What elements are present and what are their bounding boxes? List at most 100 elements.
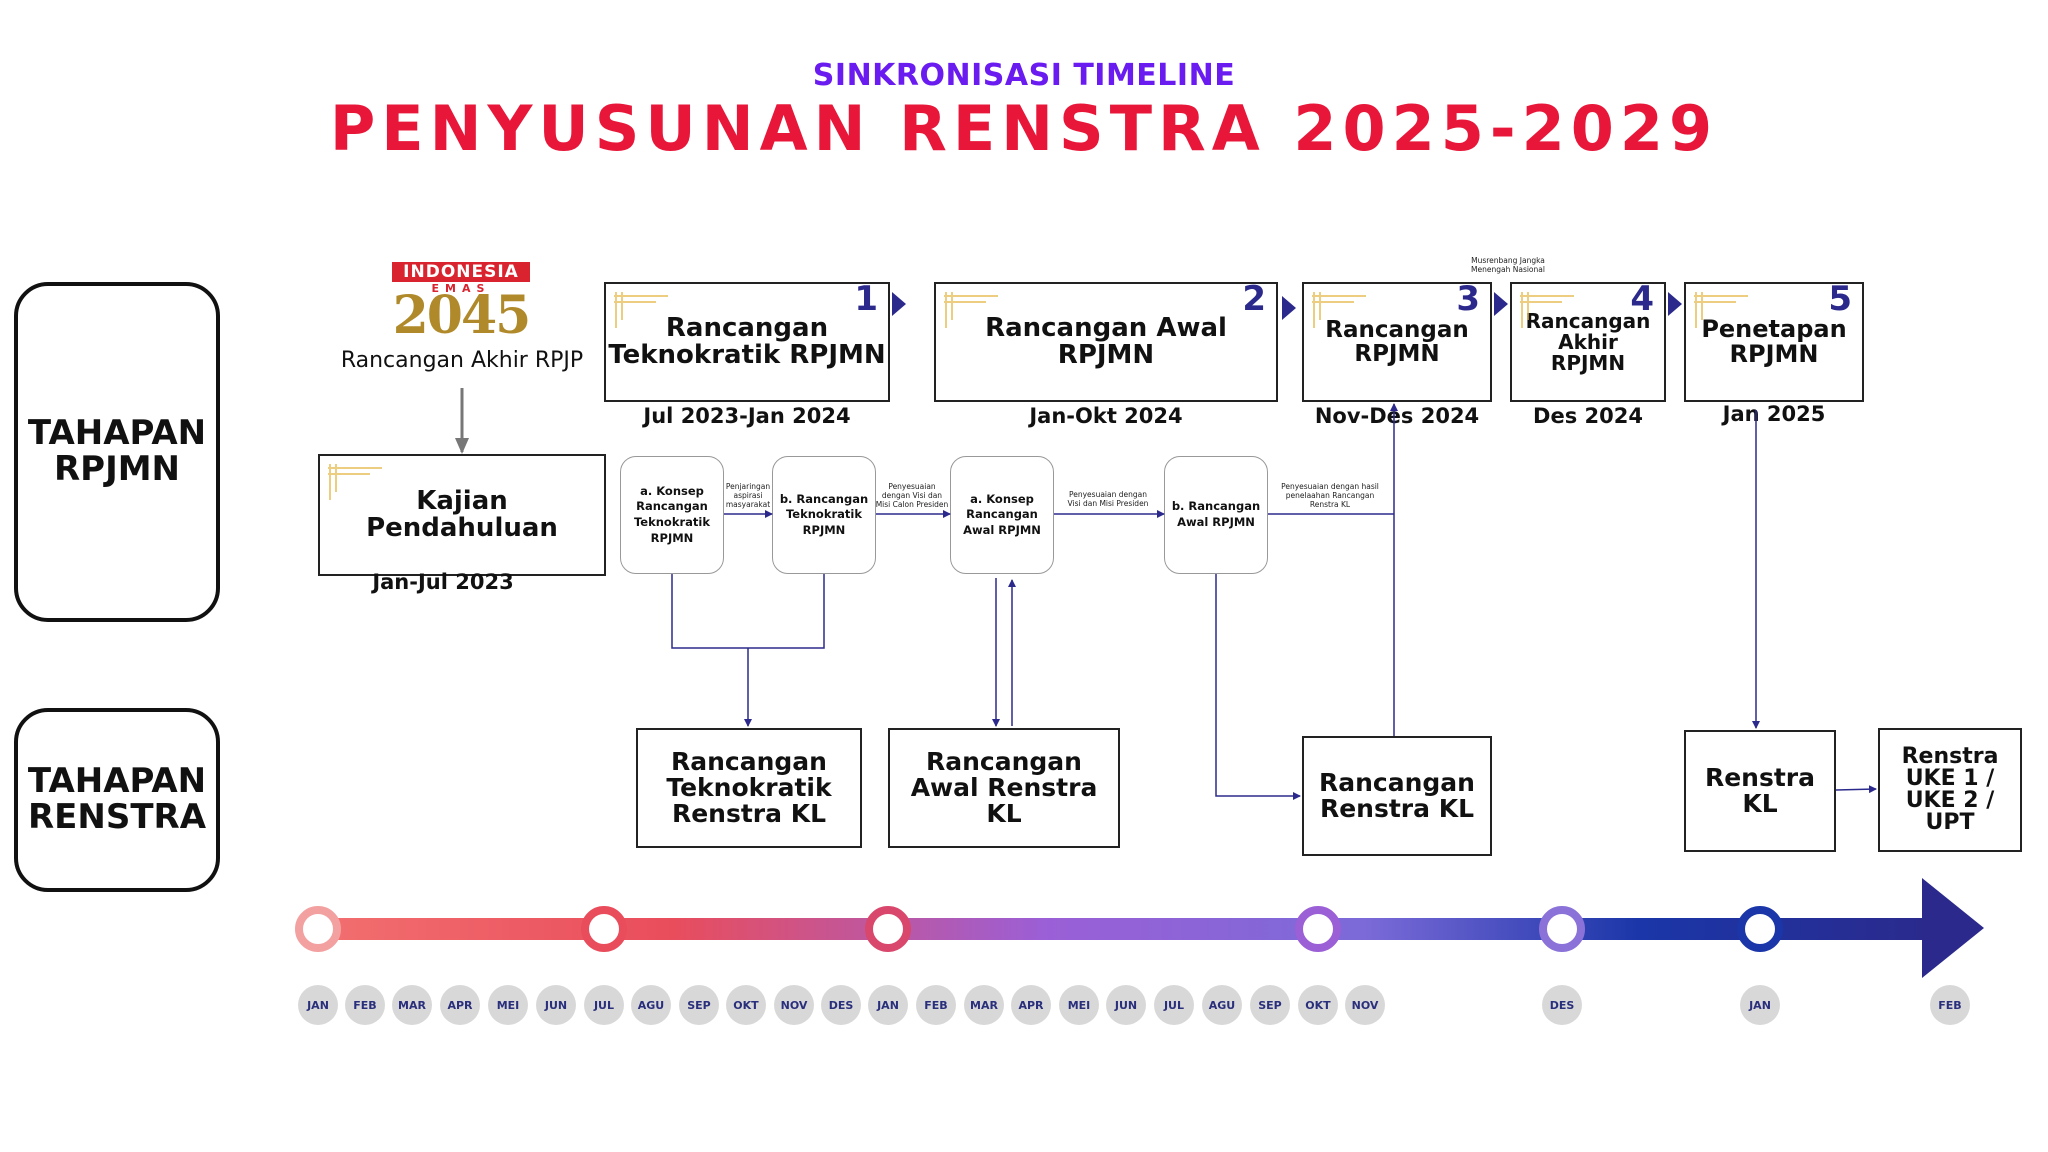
renstra-1-line1: Rancangan [671, 747, 827, 776]
month-jan-2025: JAN [1740, 985, 1780, 1025]
note-4-line1: Penyesuaian dengan hasil [1281, 482, 1379, 491]
stage-4-line3: RPJMN [1550, 350, 1626, 375]
month-apr-2023: APR [440, 985, 480, 1025]
step-1-line2: Rancangan [636, 499, 708, 514]
step-1-line4: RPJMN [650, 530, 694, 545]
stage-1-line1: Rancangan [665, 312, 829, 343]
stage-3-box: 3 Rancangan RPJMN [1302, 282, 1492, 402]
month-des-2024: DES [1542, 985, 1582, 1025]
page-subtitle: SINKRONISASI TIMELINE [812, 58, 1236, 93]
musrenbang-note-line1: Musrenbang Jangka [1471, 256, 1545, 265]
renstra-uke-box: Renstra UKE 1 / UKE 2 / UPT [1878, 728, 2022, 852]
note-penyesuaian-hasil: Penyesuaian dengan hasil penelaahan Ranc… [1268, 482, 1392, 509]
renstra-5-line4: UPT [1925, 810, 1975, 835]
logo-caption: Rancangan Akhir RPJP [340, 348, 584, 373]
timeline-bar [318, 918, 1930, 940]
phase-renstra-line1: TAHAPAN [27, 761, 207, 802]
month-jan-2023: JAN [298, 985, 338, 1025]
note-2-line1: Penyesuaian [888, 482, 936, 491]
stage-2-date: Jan-Okt 2024 [1029, 404, 1183, 428]
stage-2-arrow-icon [1282, 296, 1296, 320]
stage-5-box: 5 Penetapan RPJMN [1684, 282, 1864, 402]
stage-2-number: 2 [1242, 282, 1266, 319]
renstra-4-line2: KL [1742, 789, 1778, 818]
note-1-line2: aspirasi [733, 491, 763, 500]
note-penyesuaian-calon: Penyesuaian dengan Visi dan Misi Calon P… [872, 482, 952, 509]
step-rancangan-teknokratik: b. Rancangan Teknokratik RPJMN [772, 456, 876, 574]
month-des-2023: DES [821, 985, 861, 1025]
step-konsep-teknokratik: a. Konsep Rancangan Teknokratik RPJMN [620, 456, 724, 574]
renstra-4-line1: Renstra [1704, 763, 1816, 792]
renstra-5-line2: UKE 1 / [1905, 766, 1995, 791]
renstra-teknokratik-box: Rancangan Teknokratik Renstra KL [636, 728, 862, 848]
musrenbang-note-line2: Menengah Nasional [1471, 265, 1545, 274]
step-3-line2: Rancangan [966, 507, 1038, 522]
note-4-line3: Renstra KL [1309, 500, 1351, 509]
note-1-line1: Penjaringan [725, 482, 771, 491]
stage-1-date: Jul 2023-Jan 2024 [643, 404, 851, 428]
renstra-2-line2: Awal Renstra [910, 773, 1098, 802]
stage-1-number: 1 [854, 282, 878, 319]
note-2-line2: dengan Visi dan [881, 491, 943, 500]
milestone-jan-2023 [295, 906, 341, 952]
month-nov-2024: NOV [1345, 985, 1385, 1025]
step-1-line1: a. Konsep [640, 483, 704, 498]
month-sep-2023: SEP [679, 985, 719, 1025]
step-2-line1: b. Rancangan [779, 491, 869, 506]
stage-2-line1: Rancangan Awal [985, 312, 1227, 343]
kajian-line2: Pendahuluan [366, 513, 558, 543]
month-sep-2024: SEP [1250, 985, 1290, 1025]
renstra-5-line1: Renstra [1901, 744, 1999, 769]
milestone-jan-2025 [1737, 906, 1783, 952]
stage-1-line2: Teknokratik RPJMN [608, 340, 886, 370]
month-jul-2024: JUL [1154, 985, 1194, 1025]
stage-4-arrow-icon [1668, 292, 1682, 316]
stage-2-box: 2 Rancangan Awal RPJMN [934, 282, 1278, 402]
timeline-arrowhead-icon [1922, 878, 1984, 978]
month-jan-2024: JAN [868, 985, 908, 1025]
logo-banner: INDONESIA [392, 262, 530, 282]
step-4-line2: Awal RPJMN [1177, 515, 1255, 529]
note-penjaringan: Penjaringan aspirasi masyarakat [720, 482, 776, 509]
stage-5-number: 5 [1828, 282, 1852, 319]
month-mar-2024: MAR [964, 985, 1004, 1025]
phase-renstra-line2: RENSTRA [27, 797, 207, 837]
month-jun-2024: JUN [1106, 985, 1146, 1025]
stage-5-line2: RPJMN [1729, 340, 1819, 368]
milestone-jul-2023 [581, 906, 627, 952]
month-agu-2023: AGU [631, 985, 671, 1025]
step-1-line3: Teknokratik [633, 515, 711, 529]
month-mar-2023: MAR [392, 985, 432, 1025]
month-jul-2023: JUL [584, 985, 624, 1025]
renstra-3-line2: Renstra KL [1319, 794, 1475, 823]
milestone-des-2024 [1539, 906, 1585, 952]
renstra-1-line3: Renstra KL [671, 799, 827, 828]
stage-2-line2: RPJMN [1057, 340, 1155, 370]
renstra-2-line1: Rancangan [926, 747, 1082, 776]
arrow-kl-to-uke [1835, 785, 1877, 794]
step-2-line3: RPJMN [802, 522, 846, 537]
renstra-kl-box: Renstra KL [1684, 730, 1836, 852]
milestone-okt-2024 [1295, 906, 1341, 952]
stage-1-box: 1 Rancangan Teknokratik RPJMN [604, 282, 890, 402]
phase-rpjmn-line1: TAHAPAN [27, 413, 207, 454]
stage-4-number: 4 [1630, 282, 1654, 319]
step-3-line3: Awal RPJMN [963, 522, 1041, 537]
note-2-line3: Misi Calon Presiden [875, 500, 949, 509]
renstra-awal-box: Rancangan Awal Renstra KL [888, 728, 1120, 848]
note-3-line2: Visi dan Misi Presiden [1067, 499, 1149, 508]
note-penyesuaian-presiden: Penyesuaian dengan Visi dan Misi Preside… [1054, 490, 1162, 508]
logo-year: 2045 [392, 285, 532, 346]
stage-1-arrow-icon [892, 292, 906, 316]
month-agu-2024: AGU [1202, 985, 1242, 1025]
month-nov-2023: NOV [774, 985, 814, 1025]
stage-3-line2: RPJMN [1354, 341, 1440, 367]
stage-4-box: 4 Rancangan Akhir RPJMN [1510, 282, 1666, 402]
note-4-line2: penelaahan Rancangan [1285, 491, 1375, 500]
stage-4-date: Des 2024 [1533, 404, 1643, 428]
renstra-3-line1: Rancangan [1319, 768, 1475, 797]
step-rancangan-awal: b. Rancangan Awal RPJMN [1164, 456, 1268, 574]
stage-4-line2: Akhir [1558, 329, 1618, 354]
